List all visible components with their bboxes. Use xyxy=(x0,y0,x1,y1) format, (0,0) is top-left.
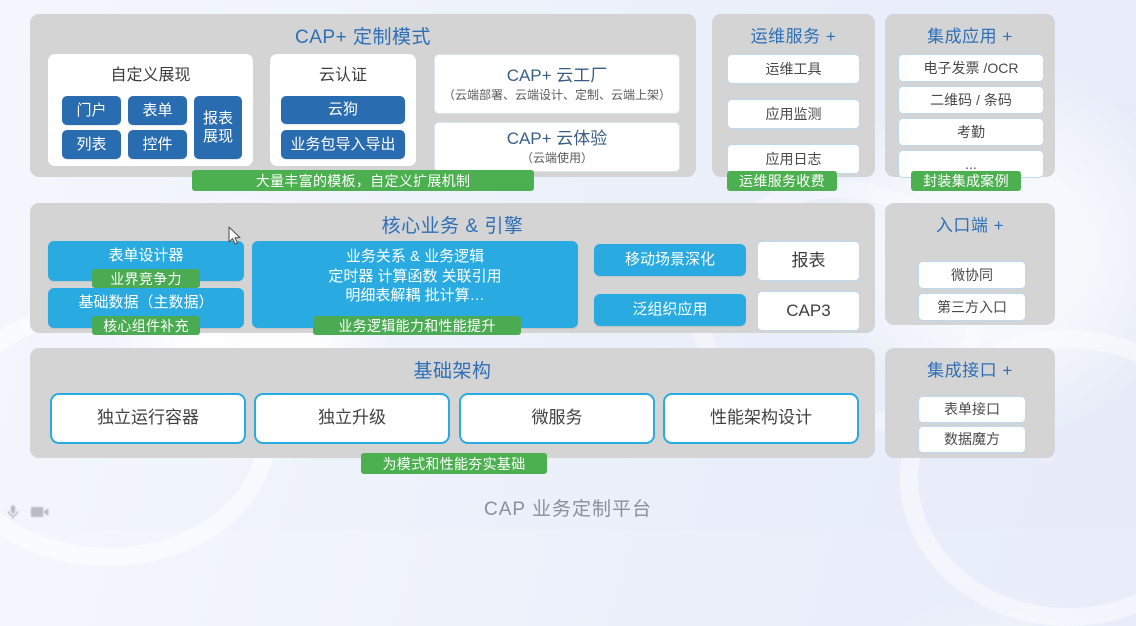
button-independent-container[interactable]: 独立运行容器 xyxy=(50,393,246,444)
panel-ops-service-title: 运维服务 + xyxy=(750,27,837,46)
panel-custom-mode: CAP+ 定制模式 自定义展现 门户 表单 报表 展现 列表 控件 云认证 云狗… xyxy=(30,14,696,177)
button-cloud-factory-subtitle: （云端部署、云端设计、定制、云端上架） xyxy=(442,87,671,102)
video-camera-icon[interactable] xyxy=(30,504,50,520)
button-list[interactable]: 列表 xyxy=(62,130,121,159)
button-third-party-entry[interactable]: 第三方入口 xyxy=(918,293,1026,321)
button-cloud-factory[interactable]: CAP+ 云工厂 （云端部署、云端设计、定制、云端上架） xyxy=(434,54,680,114)
badge-core-component-supplement: 核心组件补充 xyxy=(92,316,200,335)
button-cloud-experience-subtitle: （云端使用） xyxy=(520,150,593,165)
business-logic-line-1: 业务关系 & 业务逻辑 xyxy=(345,248,485,265)
panel-custom-mode-title: CAP+ 定制模式 xyxy=(295,27,431,48)
business-logic-line-3: 明细表解耦 批计算… xyxy=(345,287,485,304)
panel-integrated-app-title: 集成应用 + xyxy=(927,27,1013,46)
microphone-icon[interactable] xyxy=(4,503,22,521)
page-title: CAP 业务定制平台 xyxy=(483,499,652,520)
badge-infrastructure: 为模式和性能夯实基础 xyxy=(361,453,547,474)
button-cloud-factory-title: CAP+ 云工厂 xyxy=(506,66,608,86)
button-independent-upgrade[interactable]: 独立升级 xyxy=(254,393,450,444)
card-cloud-auth: 云认证 云狗 业务包导入导出 xyxy=(270,54,416,166)
button-qrcode-barcode[interactable]: 二维码 / 条码 xyxy=(898,86,1044,114)
button-data-cube[interactable]: 数据魔方 xyxy=(918,426,1026,453)
button-app-log[interactable]: 应用日志 xyxy=(727,144,860,174)
panel-integrated-api: 集成接口 + 表单接口 数据魔方 xyxy=(885,348,1055,458)
card-cloud-auth-title: 云认证 xyxy=(318,67,367,84)
button-cloud-experience-title: CAP+ 云体验 xyxy=(506,129,608,149)
panel-core-business-title: 核心业务 & 引擎 xyxy=(381,216,524,237)
button-microservice[interactable]: 微服务 xyxy=(459,393,655,444)
button-report-display-line1: 报表 xyxy=(202,110,233,128)
button-form[interactable]: 表单 xyxy=(128,96,187,125)
button-attendance[interactable]: 考勤 xyxy=(898,118,1044,146)
button-app-monitor[interactable]: 应用监测 xyxy=(727,99,860,129)
panel-entry-title: 入口端 + xyxy=(935,216,1005,235)
button-pan-org-app[interactable]: 泛组织应用 xyxy=(594,294,746,326)
panel-infrastructure-title: 基础架构 xyxy=(413,361,492,382)
panel-integrated-app: 集成应用 + 电子发票 /OCR 二维码 / 条码 考勤 ... xyxy=(885,14,1055,178)
badge-ops-service: 运维服务收费 xyxy=(727,171,837,191)
panel-entry: 入口端 + 微协同 第三方入口 xyxy=(885,203,1055,325)
button-report[interactable]: 报表 xyxy=(757,241,860,281)
button-portal[interactable]: 门户 xyxy=(62,96,121,125)
button-e-invoice-ocr[interactable]: 电子发票 /OCR xyxy=(898,54,1044,82)
button-cap3[interactable]: CAP3 xyxy=(757,291,860,331)
slide-canvas: CAP+ 定制模式 自定义展现 门户 表单 报表 展现 列表 控件 云认证 云狗… xyxy=(0,14,1136,626)
button-cloud-dog[interactable]: 云狗 xyxy=(281,96,405,124)
button-business-logic-engine[interactable]: 业务关系 & 业务逻辑 定时器 计算函数 关联引用 明细表解耦 批计算… xyxy=(252,241,578,328)
business-logic-line-2: 定时器 计算函数 关联引用 xyxy=(328,267,502,285)
badge-business-logic-improvement: 业务逻辑能力和性能提升 xyxy=(313,316,521,335)
card-custom-display-title: 自定义展现 xyxy=(110,67,191,84)
button-master-data[interactable]: 基础数据（主数据） xyxy=(48,288,244,328)
badge-integrated-app: 封装集成案例 xyxy=(911,171,1021,191)
corner-icon-group xyxy=(4,503,50,521)
panel-core-business: 核心业务 & 引擎 表单设计器 业界竞争力 基础数据（主数据） 核心组件补充 业… xyxy=(30,203,875,335)
badge-custom-mode: 大量丰富的模板，自定义扩展机制 xyxy=(192,170,534,191)
badge-industry-competitiveness: 业界竞争力 xyxy=(92,269,200,288)
button-performance-architecture[interactable]: 性能架构设计 xyxy=(663,393,859,444)
panel-infrastructure: 基础架构 独立运行容器 独立升级 微服务 性能架构设计 xyxy=(30,348,875,458)
panel-ops-service: 运维服务 + 运维工具 应用监测 应用日志 xyxy=(712,14,875,177)
card-custom-display: 自定义展现 门户 表单 报表 展现 列表 控件 xyxy=(48,54,253,166)
button-mobile-scene[interactable]: 移动场景深化 xyxy=(594,244,746,276)
button-control[interactable]: 控件 xyxy=(128,130,187,159)
button-ops-tool[interactable]: 运维工具 xyxy=(727,54,860,84)
button-report-display[interactable]: 报表 展现 xyxy=(194,96,242,159)
panel-integrated-api-title: 集成接口 + xyxy=(927,361,1013,380)
button-form-api[interactable]: 表单接口 xyxy=(918,396,1026,423)
button-micro-collaboration[interactable]: 微协同 xyxy=(918,261,1026,289)
button-business-package-import-export[interactable]: 业务包导入导出 xyxy=(281,130,405,159)
button-report-display-line2: 展现 xyxy=(202,127,233,145)
button-cloud-experience[interactable]: CAP+ 云体验 （云端使用） xyxy=(434,122,680,172)
